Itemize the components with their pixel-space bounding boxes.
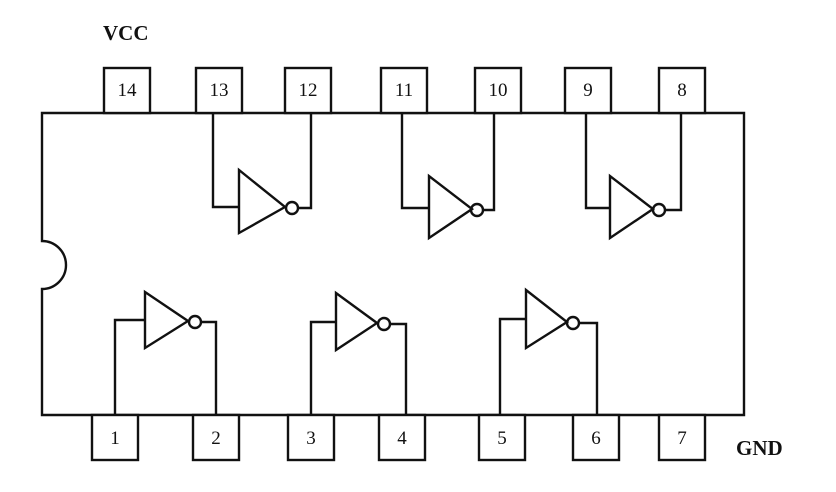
svg-text:5: 5 <box>497 428 507 449</box>
chip-body <box>40 111 746 417</box>
inverter-bubble <box>565 315 581 331</box>
svg-text:8: 8 <box>677 80 687 101</box>
pin-12: 12 <box>283 66 333 115</box>
inverter-triangle <box>237 167 288 236</box>
top-pins: 14 13 12 11 10 9 8 <box>102 66 707 115</box>
inverter-5 <box>400 113 496 241</box>
inverter-1 <box>113 289 218 415</box>
pin-1: 1 <box>90 413 140 462</box>
pin-5: 5 <box>477 413 527 462</box>
svg-text:9: 9 <box>583 80 593 101</box>
svg-text:6: 6 <box>591 428 601 449</box>
svg-text:3: 3 <box>306 428 316 449</box>
gnd-label: GND <box>736 436 783 460</box>
inverter-bubble <box>187 314 203 330</box>
pin-2: 2 <box>191 413 241 462</box>
svg-text:1: 1 <box>110 428 120 449</box>
pin-11: 11 <box>379 66 429 115</box>
svg-text:10: 10 <box>489 80 508 101</box>
pin-10: 10 <box>473 66 523 115</box>
svg-text:12: 12 <box>299 80 318 101</box>
vcc-label: VCC <box>103 21 149 45</box>
pin-14: 14 <box>102 66 152 115</box>
inverter-2 <box>309 290 408 415</box>
svg-text:14: 14 <box>118 80 138 101</box>
inverter-4 <box>211 113 313 236</box>
inverter-6 <box>584 113 683 241</box>
svg-text:13: 13 <box>210 80 229 101</box>
inverter-bubble <box>376 316 392 332</box>
pin-9: 9 <box>563 66 613 115</box>
pin-7: 7 <box>657 413 707 462</box>
inverter-triangle <box>608 173 656 241</box>
inverter-triangle <box>143 289 191 351</box>
inverter-bubble <box>284 200 300 216</box>
svg-text:4: 4 <box>397 428 407 449</box>
pin-4: 4 <box>377 413 427 462</box>
bottom-pins: 1 2 3 4 5 6 7 <box>90 413 707 462</box>
pin-6: 6 <box>571 413 621 462</box>
pin-3: 3 <box>286 413 336 462</box>
svg-text:2: 2 <box>211 428 221 449</box>
pin-13: 13 <box>194 66 244 115</box>
inverter-3 <box>498 287 599 415</box>
inverter-bubble <box>469 202 485 218</box>
pin-8: 8 <box>657 66 707 115</box>
inverter-triangle <box>427 173 475 241</box>
inverter-bubble <box>651 202 667 218</box>
svg-text:11: 11 <box>395 80 413 101</box>
svg-text:7: 7 <box>677 428 687 449</box>
inverter-triangle <box>524 287 570 351</box>
inverter-triangle <box>334 290 380 353</box>
